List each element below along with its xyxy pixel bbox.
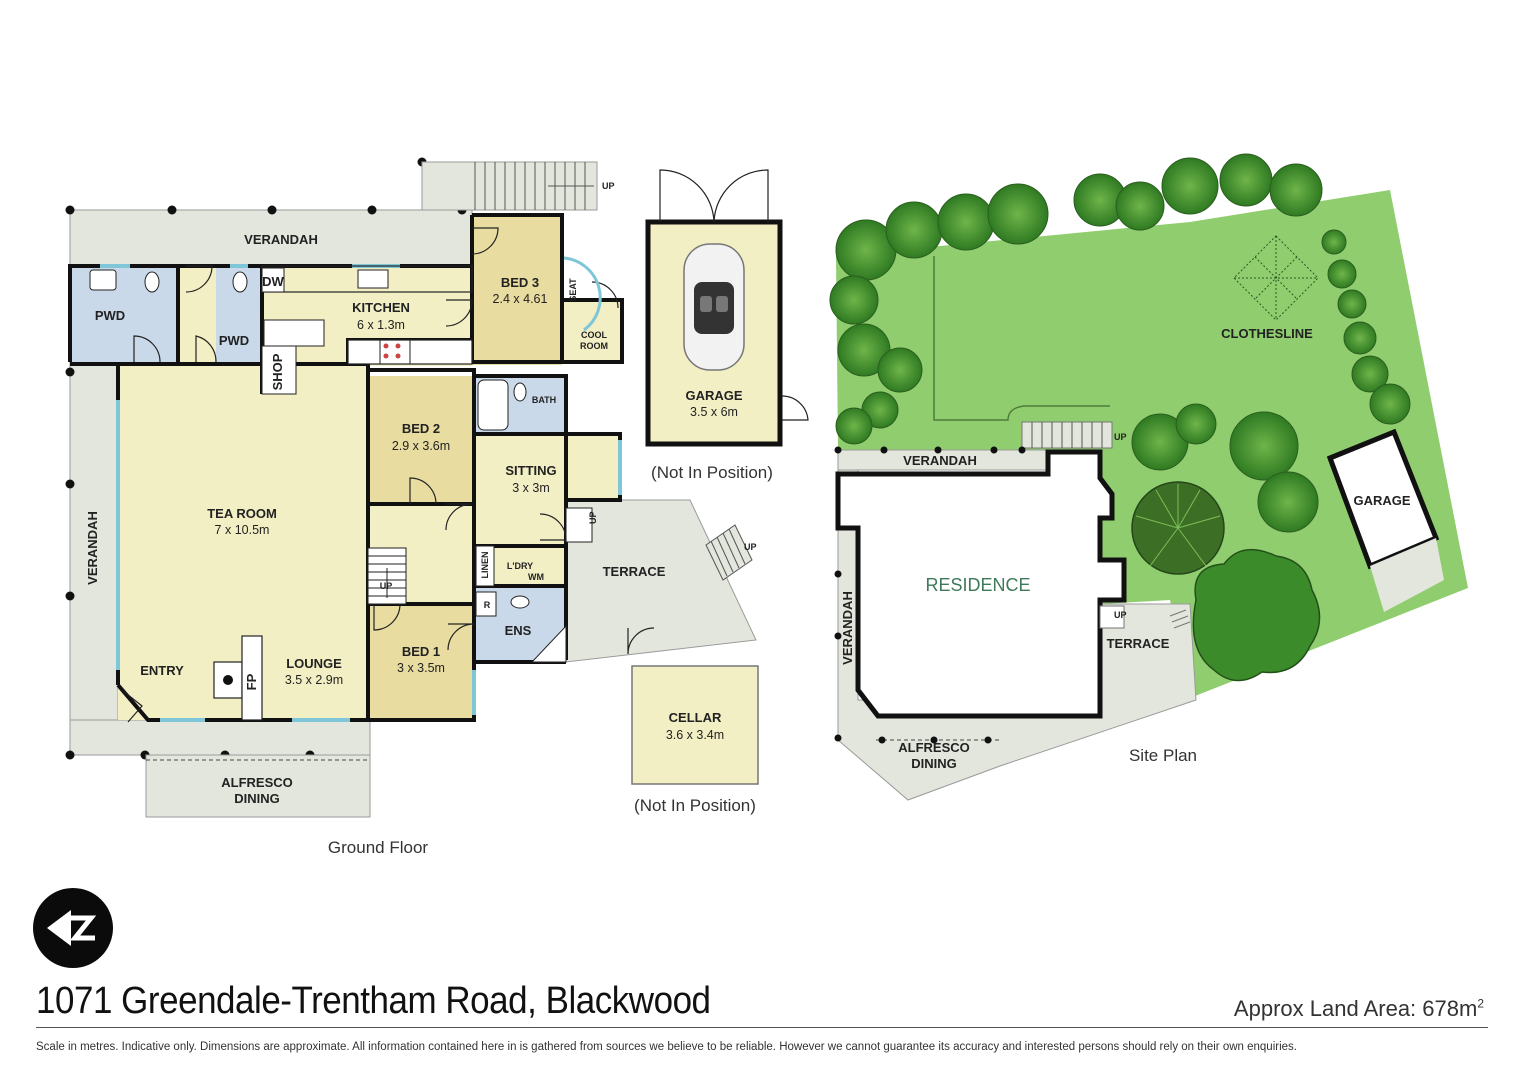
disclaimer-text: Scale in metres. Indicative only. Dimens… xyxy=(36,1041,1297,1053)
cellar-not-in-position: (Not In Position) xyxy=(634,796,756,815)
up-label-top: UP xyxy=(602,181,615,191)
site-plan xyxy=(829,153,1468,801)
car-icon xyxy=(683,243,745,371)
site-alfresco-label: ALFRESCO xyxy=(898,740,970,755)
verandah-top xyxy=(69,209,473,267)
seat-label: SEAT xyxy=(568,278,578,302)
alfresco-label: ALFRESCO xyxy=(221,775,293,790)
ldry-label: L'DRY xyxy=(507,561,533,571)
cellar-dim: 3.6 x 3.4m xyxy=(666,728,724,742)
land-area-unit-sup: 2 xyxy=(1477,996,1484,1011)
land-area: Approx Land Area: 678m2 xyxy=(1234,996,1484,1022)
up-label-sitting: UP xyxy=(588,511,598,524)
r-label: R xyxy=(484,600,491,610)
garage-label: GARAGE xyxy=(685,388,742,403)
clothesline-label: CLOTHESLINE xyxy=(1221,326,1313,341)
kitchen-dim: 6 x 1.3m xyxy=(357,318,405,332)
site-dining-label: DINING xyxy=(911,756,957,771)
bed3-dim: 2.4 x 4.61 xyxy=(493,292,548,306)
sitting-dim: 3 x 3m xyxy=(512,481,550,495)
ground-floor-plan xyxy=(65,157,757,818)
north-arrow-icon xyxy=(47,910,97,946)
up-label-inner: UP xyxy=(380,581,393,591)
tea-room xyxy=(118,362,368,720)
tea-room-dim: 7 x 10.5m xyxy=(215,523,270,537)
residence-label: RESIDENCE xyxy=(925,575,1030,595)
bed1-dim: 3 x 3.5m xyxy=(397,661,445,675)
ground-floor-caption: Ground Floor xyxy=(328,838,428,857)
cellar-label: CELLAR xyxy=(669,710,722,725)
sitting-label: SITTING xyxy=(505,463,556,478)
bed2-room xyxy=(368,376,472,504)
verandah-left-label: VERANDAH xyxy=(85,511,100,585)
pwd-left-label: PWD xyxy=(95,308,125,323)
bed3-label: BED 3 xyxy=(501,275,539,290)
dining-label: DINING xyxy=(234,791,280,806)
bed3-room xyxy=(472,215,562,365)
linen-label: LINEN xyxy=(480,552,490,579)
bed2-label: BED 2 xyxy=(402,421,440,436)
verandah-top-label: VERANDAH xyxy=(244,232,318,247)
entry-label: ENTRY xyxy=(140,663,184,678)
site-up-main: UP xyxy=(1114,432,1127,442)
tea-room-label: TEA ROOM xyxy=(207,506,277,521)
terrace-label: TERRACE xyxy=(603,564,666,579)
wm-label: WM xyxy=(528,572,544,582)
residence-building xyxy=(835,449,1127,719)
site-plan-caption: Site Plan xyxy=(1129,746,1197,765)
site-verandah-top-label: VERANDAH xyxy=(903,453,977,468)
land-area-text: Approx Land Area: 678m xyxy=(1233,996,1478,1021)
dw-label: DW xyxy=(262,274,284,289)
bed2-dim: 2.9 x 3.6m xyxy=(392,439,450,453)
kitchen-label: KITCHEN xyxy=(352,300,410,315)
bed1-label: BED 1 xyxy=(402,644,440,659)
site-terrace-label: TERRACE xyxy=(1107,636,1170,651)
cellar-room xyxy=(631,665,759,785)
bath-label: BATH xyxy=(532,395,556,405)
pwd-mid-label: PWD xyxy=(219,333,249,348)
site-verandah-left-label: VERANDAH xyxy=(840,591,855,665)
bed1-room xyxy=(370,604,474,720)
verandah-bottom xyxy=(69,719,371,756)
garage-plan xyxy=(645,169,809,447)
site-garage-label: GARAGE xyxy=(1353,493,1410,508)
shop-label: SHOP xyxy=(270,353,285,390)
garage-dim: 3.5 x 6m xyxy=(690,405,738,419)
cool-room-label: ROOM xyxy=(580,341,608,351)
site-up-terrace: UP xyxy=(1114,610,1127,620)
footer-divider xyxy=(36,1027,1488,1028)
north-compass-icon xyxy=(33,888,113,968)
alfresco-dining-area xyxy=(145,754,371,818)
cool-label: COOL xyxy=(581,330,608,340)
garage-not-in-position: (Not In Position) xyxy=(651,463,773,482)
property-address: 1071 Greendale-Trentham Road, Blackwood xyxy=(36,980,711,1022)
fp-label: FP xyxy=(244,673,259,690)
lounge-label: LOUNGE xyxy=(286,656,342,671)
up-label-terrace: UP xyxy=(744,542,757,552)
ens-label: ENS xyxy=(505,623,532,638)
lounge-dim: 3.5 x 2.9m xyxy=(285,673,343,687)
